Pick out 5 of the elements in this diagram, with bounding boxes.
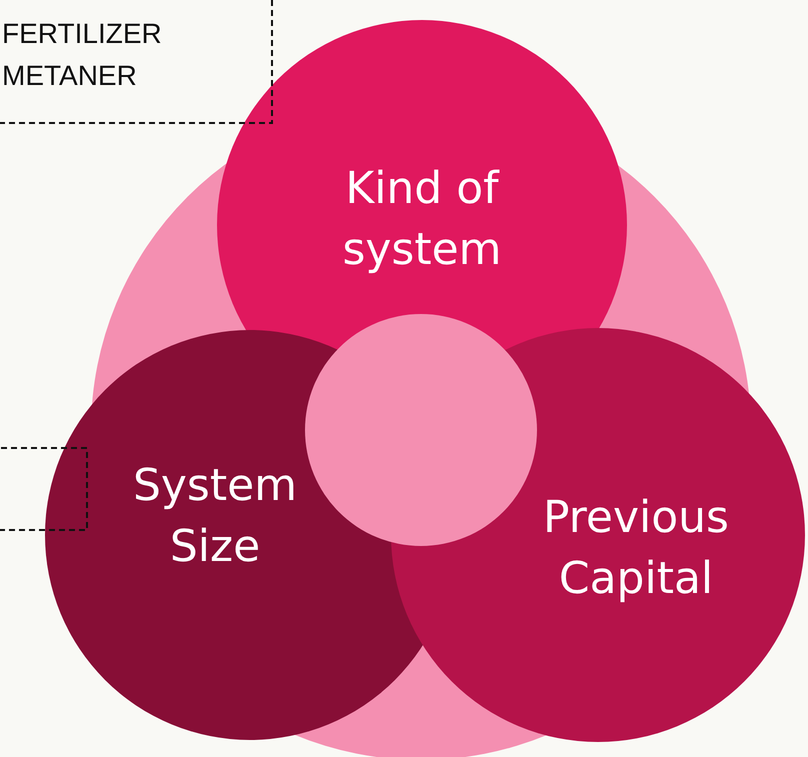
list-item-text: FERTILIZER: [2, 18, 162, 50]
circle-label: System Size: [132, 459, 298, 574]
circle-label: Previous Capital: [542, 491, 730, 606]
circle-label: Kind of system: [341, 162, 503, 277]
list-item-text: METANER: [2, 60, 137, 92]
